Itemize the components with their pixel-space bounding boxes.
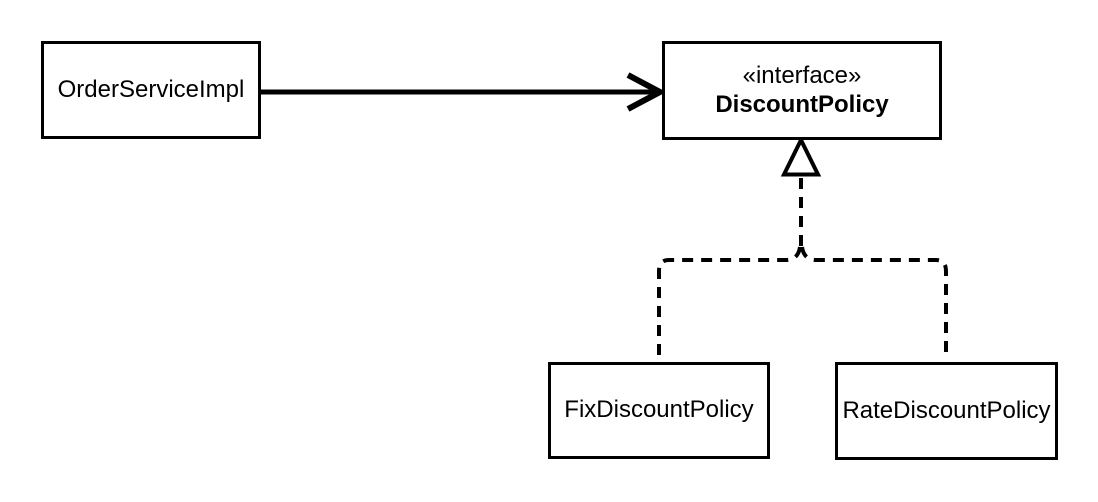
class-name-label: FixDiscountPolicy — [564, 396, 754, 424]
interface-box-discountpolicy: «interface» DiscountPolicy — [662, 41, 942, 140]
interface-stereotype-label: «interface» — [742, 61, 862, 89]
class-box-orderserviceimpl: OrderServiceImpl — [41, 41, 261, 139]
class-box-fixdiscountpolicy: FixDiscountPolicy — [548, 362, 770, 459]
class-name-label: OrderServiceImpl — [57, 75, 245, 103]
realization-left-branch-dashed-line — [657, 246, 802, 360]
dependency-open-arrowhead-icon — [626, 72, 667, 112]
class-box-ratediscountpolicy: RateDiscountPolicy — [835, 362, 1058, 460]
realization-triangle-arrowhead-icon — [780, 135, 822, 177]
class-name-label: RateDiscountPolicy — [842, 396, 1051, 424]
realization-right-branch-dashed-line — [800, 246, 948, 360]
interface-name-label: DiscountPolicy — [715, 90, 889, 118]
